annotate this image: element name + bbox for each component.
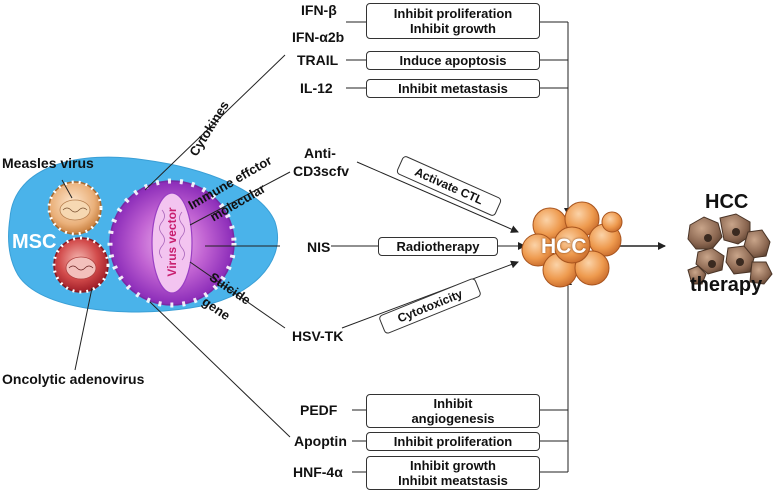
gene-nis: NIS <box>307 239 331 255</box>
gene-il12: IL-12 <box>300 80 333 96</box>
measles-virus-label: Measles virus <box>2 155 94 171</box>
vector-connector-lines <box>61 54 291 438</box>
gene-ifna2b: IFN-α2b <box>292 29 345 45</box>
effect-nis: Radiotherapy <box>396 239 480 254</box>
effect-box-hnf4a: Inhibit growth Inhibit meatstasis <box>366 456 540 490</box>
hcc-therapy-line2: therapy <box>690 274 763 296</box>
hcc-tumor-cluster <box>521 201 623 288</box>
effect-box-nis: Radiotherapy <box>378 237 498 256</box>
effect-box-ifn: Inhibit proliferation Inhibit growth <box>366 3 540 39</box>
anti-arrow <box>356 161 519 233</box>
effect-hnf-line2: Inhibit meatstasis <box>398 473 508 488</box>
hcc-therapy-line1: HCC <box>705 191 749 213</box>
gene-anti-line2: CD3scfv <box>293 163 350 179</box>
gene-ifnb: IFN-β <box>301 2 337 18</box>
oncolytic-adenovirus-label: Oncolytic adenovirus <box>2 371 145 387</box>
effect-box-trail: Induce apoptosis <box>366 51 540 70</box>
adenovirus-particle <box>52 236 110 294</box>
effect-box-apoptin: Inhibit proliferation <box>366 432 540 451</box>
gene-trail: TRAIL <box>297 52 339 68</box>
gene-hsvtk: HSV-TK <box>292 328 344 344</box>
gene-apoptin: Apoptin <box>294 433 347 449</box>
effect-hnf-line1: Inhibit growth <box>410 458 496 473</box>
effect-il12: Inhibit metastasis <box>398 81 508 96</box>
effect-ifn-line1: Inhibit proliferation <box>393 6 513 21</box>
effect-pedf-line2: angiogenesis <box>411 411 495 426</box>
effect-pedf-line1: Inhibit <box>433 396 473 411</box>
effect-apoptin: Inhibit proliferation <box>393 434 513 449</box>
msc-label: MSC <box>12 231 57 253</box>
dead-hcc-cells <box>687 213 773 285</box>
effect-ifn-line2: Inhibit growth <box>410 21 496 36</box>
effect-box-il12: Inhibit metastasis <box>366 79 540 98</box>
effect-trail: Induce apoptosis <box>399 53 507 68</box>
gene-hnf4a: HNF-4α <box>293 464 343 480</box>
gene-effect-lines <box>331 21 569 473</box>
effect-box-pedf: Inhibit angiogenesis <box>366 394 540 428</box>
virus-vector-label: Virus vector <box>165 207 179 277</box>
hcc-label: HCC <box>541 235 587 258</box>
measles-virus-particle <box>47 180 103 236</box>
gene-pedf: PEDF <box>300 402 338 418</box>
virus-vector-particle <box>107 178 237 308</box>
gene-anti-line1: Anti- <box>304 145 336 161</box>
